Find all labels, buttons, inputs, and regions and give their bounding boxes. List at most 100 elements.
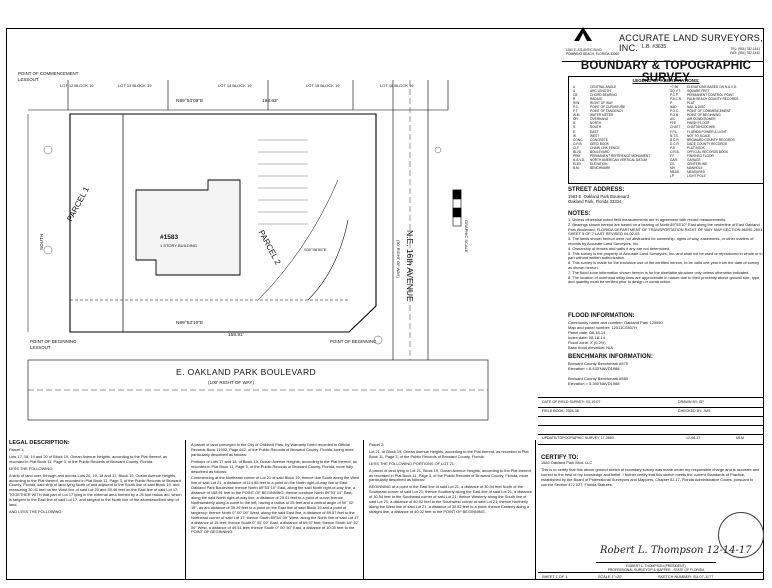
- benchmark-line: Elevation = 6.433'NAVD1988: [568, 366, 620, 371]
- legend-abbreviation: O.R.B.: [670, 149, 680, 154]
- legend-definition: CENTERLINE: [687, 161, 708, 166]
- surveyor-signature: Robert L. Thompson 12-14-17: [600, 545, 752, 556]
- benchmark-information-block: BENCHMARK INFORMATION: Broward County Be…: [568, 354, 764, 386]
- legend-abbreviation: LP.: [670, 174, 675, 179]
- legend-abbreviation: P.C.: [573, 105, 579, 110]
- distance-top: 193.63': [262, 99, 278, 104]
- benchmark-line: Elevation = 5.390'NAVD1988: [568, 381, 620, 386]
- phone-number: TEL: (954) 782-1441: [730, 47, 760, 51]
- legend-definition: CONCRETE: [590, 137, 608, 142]
- legend-abbreviation: R: [573, 97, 576, 102]
- legend-definition: AIR CONDITIONER: [687, 117, 716, 122]
- legend-entry: P.B.C.R.PALM BEACH COUNTY RECORDS: [670, 97, 738, 101]
- legend-abbreviation: FFE: [670, 121, 677, 126]
- legend-entry: N.A.V.D. NORTH AMERICAN VERTICAL DATUM: [573, 158, 650, 162]
- legend-abbreviation: P.O.B.: [670, 113, 679, 118]
- legend-definition: CHATTAHOOCHEE: [687, 125, 716, 130]
- parcel-2-text: Lot 21, of Block 19, Ocean Avenue Height…: [369, 448, 529, 459]
- legend-definition: FLORIDA POWER & LIGHT: [687, 129, 727, 134]
- legend-entry: ELEV.ELEVATION: [573, 162, 650, 166]
- revision-text: UPDATE/TOPOGRAPHIC SURVEY 17-2869: [542, 436, 614, 440]
- notes-title: NOTES:: [568, 211, 591, 217]
- flood-line: Map and panel number: 12011C0367H: [568, 325, 637, 330]
- arc-bearing: S00°06'50"E: [304, 247, 327, 252]
- legend-abbreviation: N.A.V.D.: [573, 157, 586, 162]
- legend-definition: MANHOLE: [687, 165, 703, 170]
- building-description: 1 STORY BUILDING: [160, 243, 197, 248]
- legal-description-panel: LEGAL DESCRIPTION: Parcel 1; Lots 17, 18…: [6, 440, 186, 580]
- sheet-scale: SCALE 1"=20': [598, 575, 623, 579]
- legend-abbreviation: CHATT: [670, 125, 681, 130]
- legend-abbreviation: R/W: [573, 101, 580, 106]
- flood-line: Flood zone: X (0.2%): [568, 340, 606, 345]
- checked-by: CHECKED BY: JMS: [678, 409, 711, 413]
- certify-panel: CERTIFY TO: 1583 Oakland Park Blvd. LLC …: [538, 440, 764, 580]
- legend-definition: BENCHMARK: [590, 165, 611, 170]
- parcel-2-beginning-text: BEGINNING at a point in the East line of…: [369, 484, 532, 514]
- legend-entry: MH MANHOLE: [670, 166, 738, 170]
- drawn-by: DRAWN BY: SP: [678, 400, 704, 404]
- legend-entry: GAR.GARAGE: [670, 158, 738, 162]
- survey-drawing: [27, 80, 489, 421]
- legend-entry: O.R.B.DEED BOOK: [573, 142, 650, 146]
- graphic-scale-label: GRAPHIC SCALE: [464, 220, 469, 253]
- legend-definition: POINT OF TANGENCY: [590, 109, 624, 114]
- legend-abbreviation: N: [573, 121, 576, 126]
- less-following: LESS THE FOLLOWING:: [9, 465, 54, 471]
- legend-definition: EAST: [590, 129, 599, 134]
- note-item: 3. The lands shown hereon were not abstr…: [568, 236, 754, 246]
- note-item: 7. The flood zone information shown here…: [568, 269, 750, 275]
- legend-definition: NORTH: [590, 121, 602, 126]
- flood-line: Index date: 08-18-14: [568, 335, 605, 340]
- road-row: (100' RIGHT OF WAY): [208, 380, 254, 385]
- legend-abbreviation: MEAS.: [670, 169, 680, 174]
- flood-information-block: FLOOD INFORMATION: Community name and nu…: [568, 313, 764, 350]
- benchmark-title: BENCHMARK INFORMATION:: [568, 354, 653, 360]
- bearing-top: N89°54'09"E: [176, 99, 204, 104]
- and-less-following: AND LESS THE FOLLOWING:: [9, 508, 63, 514]
- legend-definition: PLAT BOOK: [687, 145, 705, 150]
- legend-definition: POINT OF CURVATURE: [590, 105, 626, 110]
- warranty-deed-text: A parcel of land conveyed to the City of…: [191, 442, 354, 457]
- flood-line: Community name and number: Oakland Park …: [568, 320, 663, 325]
- legend-definition: DEED BOOK: [590, 141, 609, 146]
- legend-definition: OFFICIAL RECORDS BOOK: [687, 149, 729, 154]
- revision-blank-row: [538, 416, 764, 426]
- legend-entry: D.C.R.DADE COUNTY RECORDS: [670, 142, 738, 146]
- legend-definition: OVERHANG: [590, 117, 609, 122]
- legend-abbreviation: F.P.L.: [670, 129, 678, 134]
- signer-name: ROBERT L. THOMPSON (PRESIDENT): [626, 564, 686, 568]
- note-item: 1. Unless otherwise noted field measurem…: [568, 217, 727, 222]
- legend-definition: PERMANENT CONTROL POINT: [687, 93, 734, 98]
- field-date-row: DATE OF FIELD SURVEY: 03-10-07 DRAWN BY:…: [538, 398, 764, 408]
- legend-abbreviation: CB: [573, 93, 578, 98]
- distance-bottom: 158.91': [228, 333, 244, 338]
- legend-definition: BROWARD COUNTY RECORDS: [687, 137, 735, 142]
- legend-abbreviation: A: [573, 89, 576, 94]
- parcel-2-heading: Parcel 2:: [369, 442, 385, 447]
- legend-entry: B.M.BENCHMARK: [573, 166, 650, 170]
- legend-abbreviation: P.C.P.: [670, 93, 679, 98]
- sheet-info-bar: SHEET 1 OF 1 SCALE 1"=20' SKETCH NUMBER:…: [538, 572, 764, 581]
- legend-abbreviation: P.: [670, 101, 673, 106]
- sheet-number: SHEET 1 OF 1: [542, 575, 568, 579]
- field-book-row: FIELD BOOK: 2528-36 CHECKED BY: JMS: [538, 407, 764, 417]
- legend-definition: SQUARE FEET: [687, 89, 710, 94]
- legend-abbreviation: F.F.: [670, 153, 675, 158]
- legend-abbreviation: P.T.: [573, 109, 579, 114]
- legend-definition: NORTH AMERICAN VERTICAL DATUM: [590, 157, 648, 162]
- legend-abbreviation: MH: [670, 165, 675, 170]
- avenue-name: N.E. 16th AVENUE: [405, 230, 415, 302]
- legend-entry: N.T.S.NOT TO SCALE: [670, 134, 738, 138]
- legend-entry: P.C.P. PERMANENT CONTROL POINT: [670, 93, 738, 97]
- legend-entry: BLVD.BOULEVARD: [573, 150, 650, 154]
- parcel-2-land-text: A parcel of land lying in Lot 21, Block …: [369, 467, 532, 483]
- legend-entry: F.F.FINISHED FLOOR: [670, 154, 738, 158]
